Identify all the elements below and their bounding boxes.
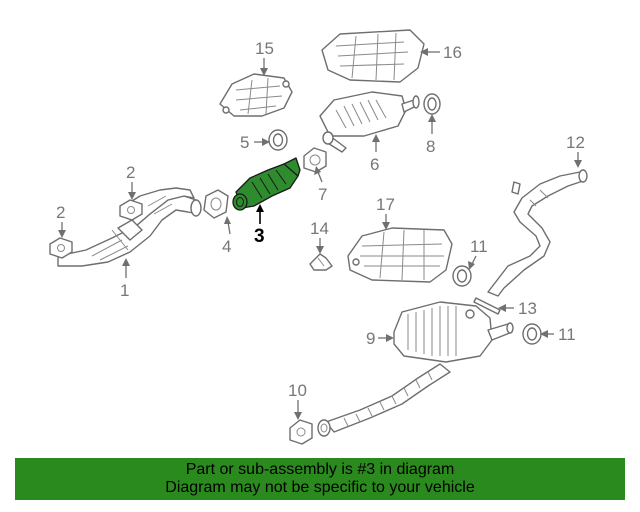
- part-7-gasket[interactable]: [303, 147, 327, 173]
- callout-9: 9: [366, 329, 394, 348]
- part-15-heat-shield[interactable]: [219, 73, 293, 117]
- callout-14: 14: [310, 219, 329, 254]
- callout-1: 1: [120, 258, 130, 300]
- part-3-catalytic-converter[interactable]: [232, 157, 301, 211]
- svg-text:4: 4: [222, 237, 231, 256]
- part-1-exhaust-manifold[interactable]: [57, 187, 202, 267]
- part-12-tail-pipe[interactable]: [487, 169, 588, 297]
- callout-2-lower: 2: [56, 203, 66, 238]
- svg-text:6: 6: [370, 155, 379, 174]
- svg-text:10: 10: [288, 381, 307, 400]
- svg-text:11: 11: [558, 325, 576, 344]
- notice-line-1: Part or sub-assembly is #3 in diagram: [185, 461, 455, 478]
- part-9-muffler[interactable]: [393, 301, 514, 363]
- part-5-gasket[interactable]: [268, 129, 288, 151]
- notice-line-2: Diagram may not be specific to your vehi…: [165, 479, 475, 496]
- callout-12: 12: [566, 133, 585, 168]
- callout-7: 7: [314, 166, 327, 204]
- callout-11-lower: 11: [540, 325, 576, 344]
- svg-text:16: 16: [443, 43, 462, 62]
- callout-10: 10: [288, 381, 307, 420]
- svg-text:17: 17: [376, 195, 395, 214]
- svg-text:13: 13: [518, 299, 537, 318]
- callout-5: 5: [240, 133, 270, 152]
- part-9-center-pipe[interactable]: [317, 363, 451, 437]
- callout-11-upper: 11: [468, 237, 488, 270]
- part-4-gasket[interactable]: [203, 189, 229, 219]
- svg-text:15: 15: [255, 39, 274, 58]
- svg-text:8: 8: [426, 137, 435, 156]
- svg-text:9: 9: [366, 329, 375, 348]
- part-11-gasket-lower[interactable]: [522, 323, 542, 345]
- svg-text:2: 2: [56, 203, 65, 222]
- svg-text:3: 3: [254, 226, 265, 247]
- svg-text:7: 7: [318, 185, 327, 204]
- part-16-heat-shield[interactable]: [321, 29, 425, 83]
- part-17-heat-shield[interactable]: [347, 227, 453, 283]
- svg-text:1: 1: [120, 281, 129, 300]
- exhaust-parts-diagram: 16 15 6 8 5: [49, 29, 588, 445]
- part-2-gasket-upper[interactable]: [119, 199, 143, 221]
- callout-6: 6: [370, 134, 380, 174]
- part-13-gasket[interactable]: [473, 297, 501, 315]
- callout-2-upper: 2: [126, 163, 136, 200]
- callout-16: 16: [420, 43, 462, 62]
- svg-text:14: 14: [310, 219, 329, 238]
- part-11-gasket-upper[interactable]: [452, 265, 472, 287]
- part-6-resonator[interactable]: [319, 91, 420, 153]
- svg-text:5: 5: [240, 133, 249, 152]
- svg-text:11: 11: [470, 237, 488, 256]
- svg-text:2: 2: [126, 163, 135, 182]
- part-2-gasket-lower[interactable]: [49, 237, 73, 259]
- callout-8: 8: [426, 114, 436, 156]
- part-notice-banner: Part or sub-assembly is #3 in diagram Di…: [15, 458, 625, 500]
- callout-4: 4: [222, 216, 231, 256]
- callout-13: 13: [498, 299, 537, 318]
- callout-3: 3: [254, 204, 265, 247]
- callout-17: 17: [376, 195, 395, 230]
- part-8-gasket[interactable]: [423, 93, 441, 115]
- part-10-gasket[interactable]: [289, 419, 313, 445]
- part-14-hanger[interactable]: [309, 253, 333, 271]
- callout-15: 15: [255, 39, 274, 76]
- svg-text:12: 12: [566, 133, 585, 152]
